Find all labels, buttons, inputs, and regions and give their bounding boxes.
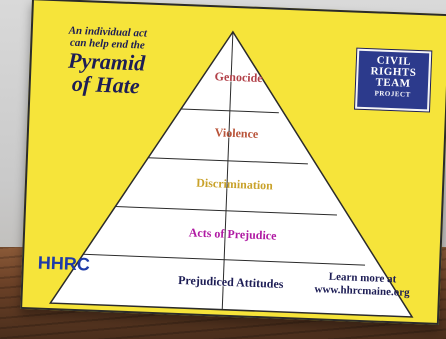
pyramid-divider-1 — [180, 108, 279, 114]
poster-container: An individual act can help end the Pyram… — [20, 0, 446, 326]
learn-more-text: Learn more at www.hhrcmaine.org — [302, 269, 423, 300]
pyramid-divider-4 — [83, 253, 366, 266]
pyramid-divider-2 — [147, 157, 308, 165]
pyramid-of-hate-poster: An individual act can help end the Pyram… — [20, 0, 446, 326]
pyramid-center-line — [221, 31, 234, 310]
pyramid-graphic — [48, 30, 414, 318]
pyramid-divider-3 — [115, 205, 337, 216]
pyramid-shape — [48, 30, 414, 318]
intro-text: An individual act can help end the Pyram… — [40, 25, 173, 99]
hhrc-logo: HHRC — [37, 252, 91, 275]
